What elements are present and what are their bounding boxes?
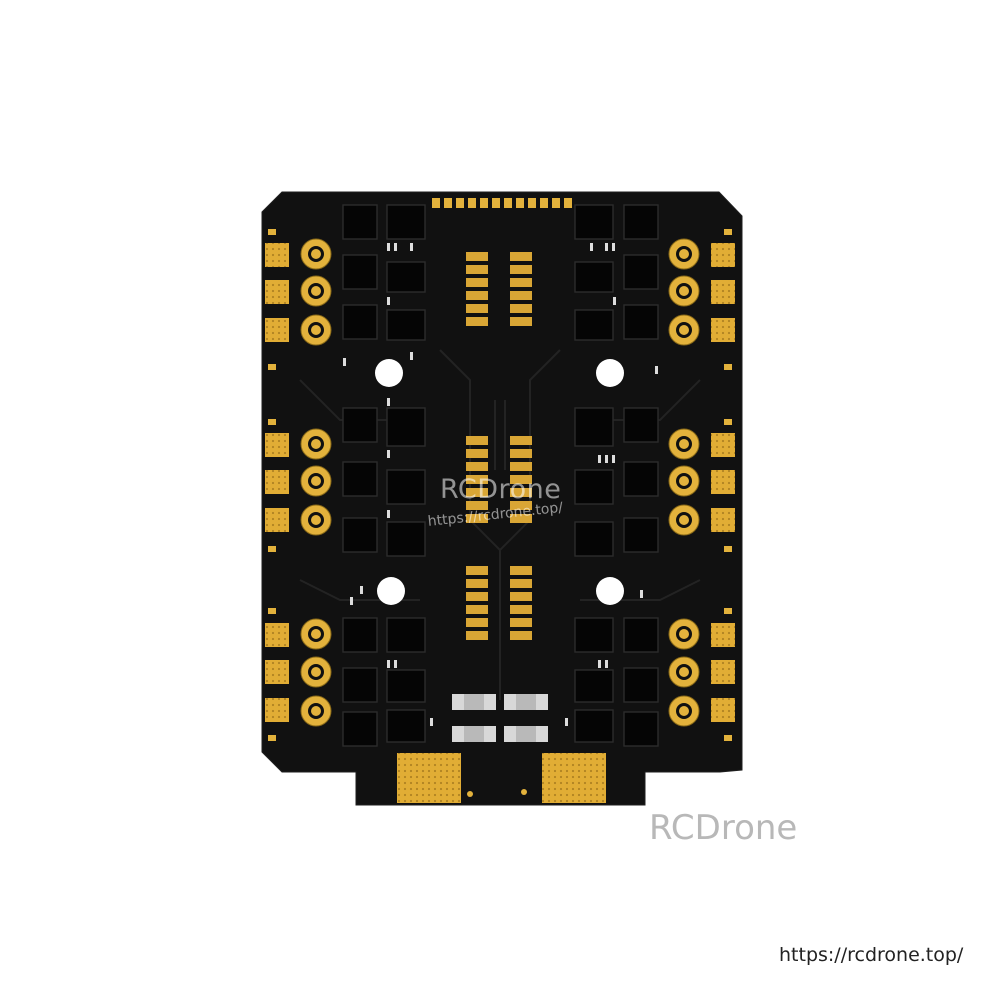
mosfet-chips (342, 204, 659, 747)
center-capacitors (466, 252, 532, 640)
brand-watermark: RCDrone (649, 808, 798, 848)
shunt-resistors (452, 694, 548, 742)
motor-pad-inner (311, 249, 689, 716)
edge-pads-right (711, 243, 735, 722)
source-url: https://rcdrone.top/ (779, 944, 964, 966)
smd-components (343, 243, 658, 726)
edge-pads-left (265, 243, 289, 722)
pcb-board (261, 191, 743, 806)
top-connector-pads (432, 198, 572, 208)
battery-pads (397, 753, 606, 803)
mounting-holes (375, 359, 624, 605)
bottom-small-marks (467, 789, 527, 797)
center-brand-watermark: RCDrone (440, 474, 562, 505)
edge-markers (268, 229, 732, 741)
